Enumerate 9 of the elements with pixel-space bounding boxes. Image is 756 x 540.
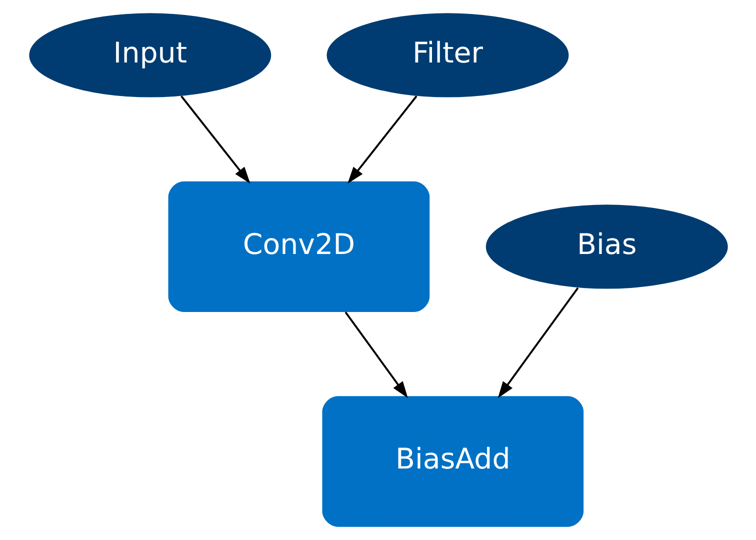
node-box: BiasAdd [322,396,584,527]
arrow [497,287,578,398]
arrow [347,96,417,184]
node-box: Conv2D [168,181,430,312]
node-ellipse: Input [28,13,271,98]
arrow [180,96,250,184]
node-ellipse: Filter [326,13,568,98]
arrow [344,312,408,398]
node-ellipse: Bias [485,204,728,289]
